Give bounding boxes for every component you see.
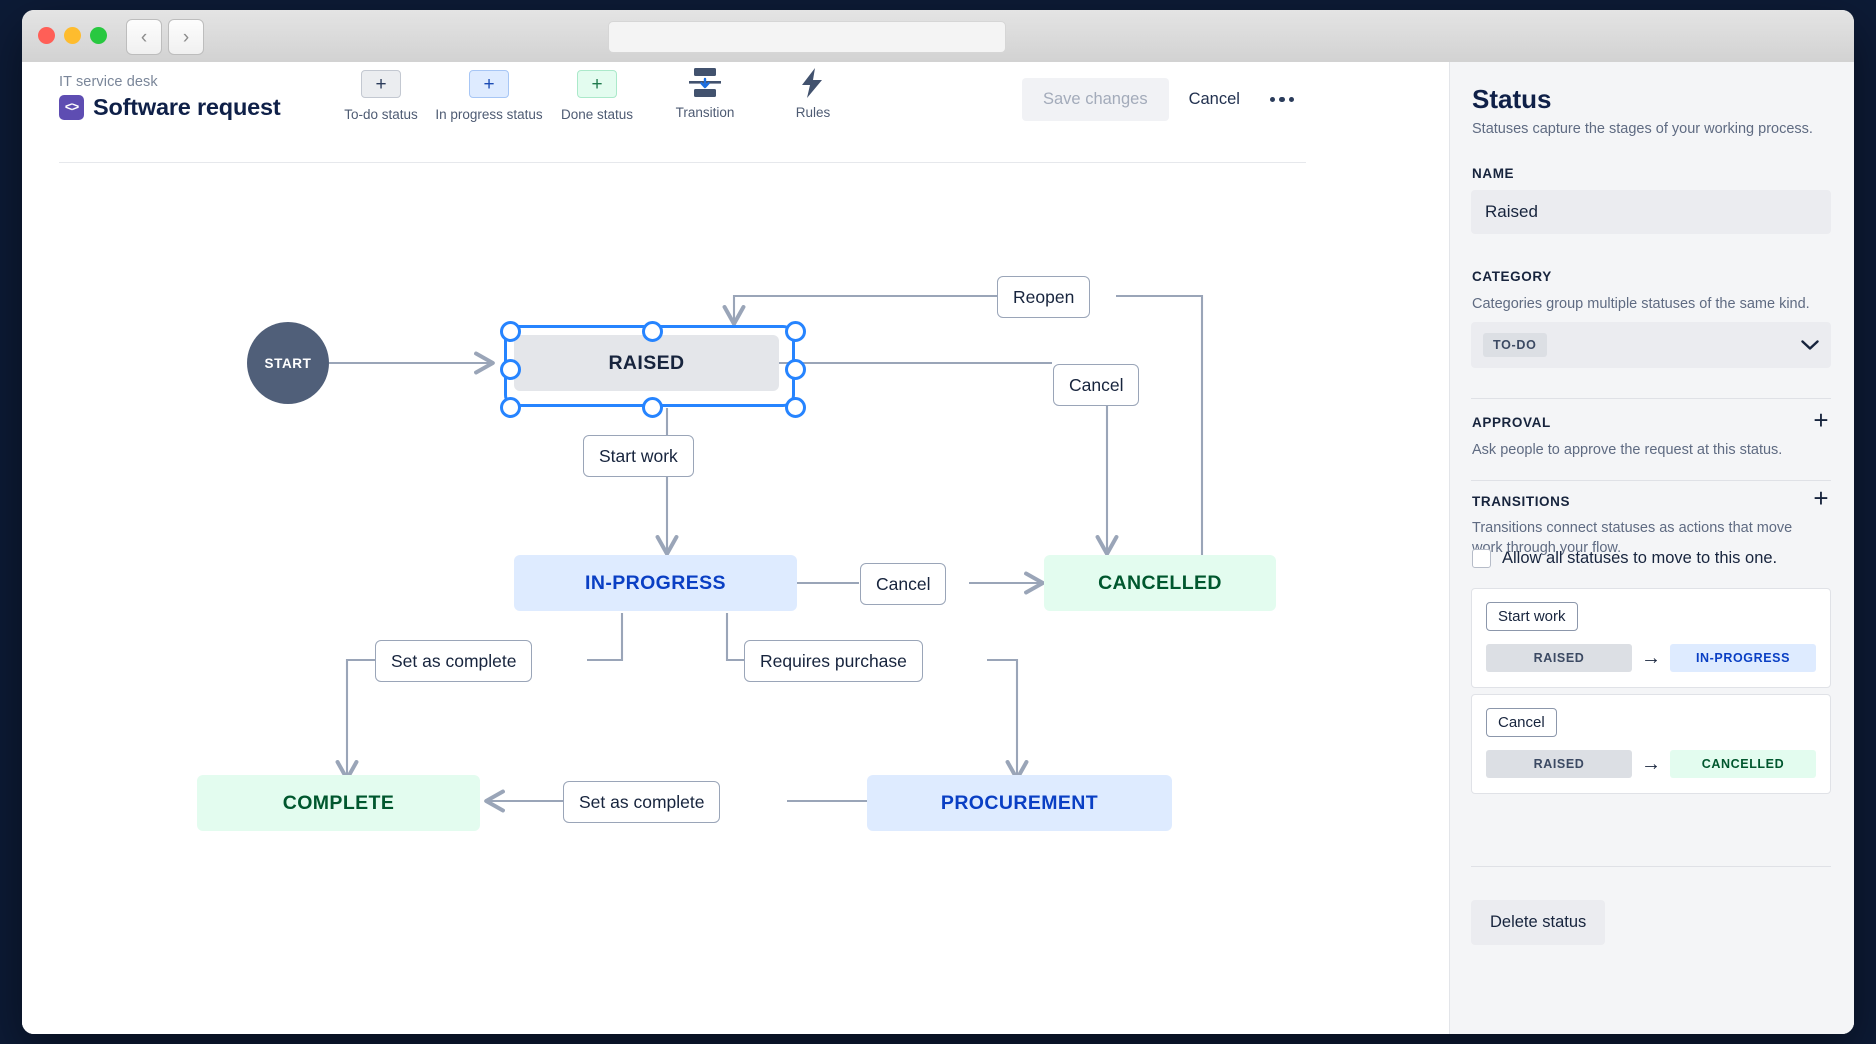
address-bar[interactable]	[608, 21, 1006, 53]
chevron-down-icon	[1801, 337, 1819, 354]
forward-icon[interactable]: ›	[168, 19, 204, 55]
category-select[interactable]: TO-DO	[1471, 322, 1831, 368]
tool-label: Done status	[560, 107, 634, 122]
header-actions: Save changes Cancel	[1022, 78, 1304, 121]
transition-from-status: RAISED	[1486, 750, 1632, 778]
name-label: NAME	[1472, 166, 1515, 181]
transition-label-set-as-complete-1[interactable]: Set as complete	[375, 640, 533, 682]
approval-description: Ask people to approve the request at thi…	[1472, 442, 1783, 458]
more-options-icon[interactable]	[1260, 79, 1304, 121]
header-divider	[59, 162, 1306, 163]
transition-from-status: RAISED	[1486, 644, 1632, 672]
lightning-icon	[800, 68, 826, 98]
status-details-panel: Status Statuses capture the stages of yo…	[1449, 62, 1854, 1034]
transition-label-set-as-complete-2[interactable]: Set as complete	[563, 781, 721, 823]
panel-subtitle: Statuses capture the stages of your work…	[1472, 121, 1813, 137]
transition-card-flow: RAISED → IN-PROGRESS	[1486, 644, 1816, 672]
plus-icon: +	[469, 70, 509, 98]
transition-icon	[686, 68, 724, 97]
transition-to-status: CANCELLED	[1670, 750, 1816, 778]
add-transition-icon[interactable]: +	[1813, 483, 1829, 513]
workflow-edges	[329, 294, 1204, 813]
start-node[interactable]: START	[247, 322, 329, 404]
tool-done-status[interactable]: + Done status	[543, 70, 651, 122]
transition-card-name[interactable]: Start work	[1486, 602, 1578, 631]
approval-label: APPROVAL	[1472, 415, 1551, 430]
status-node-procurement[interactable]: PROCUREMENT	[867, 775, 1172, 831]
transition-card-name[interactable]: Cancel	[1486, 708, 1557, 737]
tool-transition[interactable]: Transition	[651, 68, 759, 120]
arrow-right-icon: →	[1641, 647, 1661, 669]
panel-title: Status	[1472, 84, 1552, 114]
workflow-graph: START RAISED IN-PROGRESS CANCELLED COMPL…	[22, 163, 1422, 1034]
breadcrumb: IT service desk <> Software request	[59, 74, 281, 121]
tool-label: Rules	[795, 105, 831, 120]
transition-to-status: IN-PROGRESS	[1670, 644, 1816, 672]
maximize-window-icon[interactable]	[90, 27, 107, 44]
transition-label-start-work[interactable]: Start work	[583, 435, 694, 477]
transition-label-cancel-progress[interactable]: Cancel	[860, 563, 947, 605]
arrow-right-icon: →	[1641, 753, 1661, 775]
cancel-button[interactable]: Cancel	[1175, 78, 1254, 121]
workflow-toolbar: + To-do status + In progress status + Do…	[327, 68, 867, 122]
category-value-pill: TO-DO	[1483, 333, 1547, 357]
status-name-input[interactable]	[1471, 190, 1831, 234]
traffic-lights	[38, 27, 107, 44]
panel-divider-3	[1471, 866, 1831, 867]
tool-label: In progress status	[435, 107, 543, 122]
app-header: IT service desk <> Software request + To…	[22, 62, 1450, 163]
delete-status-button[interactable]: Delete status	[1471, 900, 1606, 945]
category-description: Categories group multiple statuses of th…	[1472, 296, 1810, 312]
allow-all-statuses-row[interactable]: Allow all statuses to move to this one.	[1472, 549, 1777, 568]
transition-card-cancel[interactable]: Cancel RAISED → CANCELLED	[1471, 694, 1831, 794]
close-window-icon[interactable]	[38, 27, 55, 44]
plus-icon: +	[361, 70, 401, 98]
transition-label-reopen[interactable]: Reopen	[997, 276, 1091, 318]
add-approval-icon[interactable]: +	[1813, 405, 1829, 435]
panel-divider-2	[1471, 480, 1831, 481]
transitions-label: TRANSITIONS	[1472, 494, 1571, 509]
transitions-description: Transitions connect statuses as actions …	[1472, 520, 1793, 557]
minimize-window-icon[interactable]	[64, 27, 81, 44]
app-root: IT service desk <> Software request + To…	[22, 62, 1854, 1034]
code-brackets-icon: <>	[59, 95, 84, 120]
status-node-in-progress[interactable]: IN-PROGRESS	[514, 555, 797, 611]
tool-rules[interactable]: Rules	[759, 68, 867, 120]
transition-label-requires-purchase[interactable]: Requires purchase	[744, 640, 923, 682]
transition-label-cancel-raised[interactable]: Cancel	[1053, 364, 1140, 406]
tool-in-progress-status[interactable]: + In progress status	[435, 70, 543, 122]
breadcrumb-project[interactable]: IT service desk	[59, 74, 158, 90]
category-label: CATEGORY	[1472, 269, 1552, 284]
tool-to-do-status[interactable]: + To-do status	[327, 70, 435, 122]
transition-card-flow: RAISED → CANCELLED	[1486, 750, 1816, 778]
browser-nav-buttons: ‹ ›	[126, 19, 204, 55]
status-node-complete[interactable]: COMPLETE	[197, 775, 480, 831]
browser-titlebar: ‹ ›	[22, 10, 1854, 63]
status-node-cancelled[interactable]: CANCELLED	[1044, 555, 1276, 611]
plus-icon: +	[577, 70, 617, 98]
back-icon[interactable]: ‹	[126, 19, 162, 55]
allow-all-statuses-label: Allow all statuses to move to this one.	[1502, 549, 1778, 567]
tool-label: To-do status	[344, 107, 418, 122]
page-title: Software request	[93, 94, 281, 120]
tool-label: Transition	[675, 105, 735, 120]
transition-card-start-work[interactable]: Start work RAISED → IN-PROGRESS	[1471, 588, 1831, 688]
allow-all-statuses-checkbox[interactable]	[1472, 549, 1491, 568]
browser-window: ‹ › IT service desk <> Software request …	[22, 10, 1854, 1034]
status-node-raised[interactable]: RAISED	[514, 335, 779, 391]
workflow-canvas[interactable]: START RAISED IN-PROGRESS CANCELLED COMPL…	[22, 163, 1450, 1034]
save-changes-button[interactable]: Save changes	[1022, 78, 1169, 121]
panel-divider-1	[1471, 398, 1831, 399]
